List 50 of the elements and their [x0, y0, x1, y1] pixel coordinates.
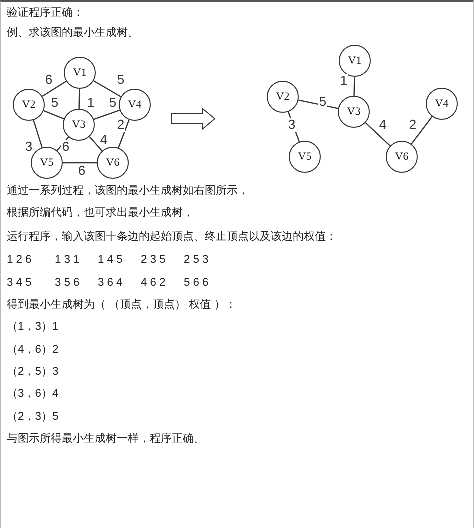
edge-weight-label: 5: [50, 96, 60, 110]
edge-weight-label: 2: [408, 118, 418, 132]
edge-weight-label: 6: [77, 164, 87, 178]
result-line: （4，6）2: [7, 343, 59, 358]
text-line: 例、求该图的最小生成树。: [7, 26, 139, 41]
graph-edge: [44, 110, 64, 120]
graph-edge: [411, 116, 433, 145]
result-line: （2，5）3: [7, 365, 59, 380]
text-line: 得到最小生成树为（ （顶点，顶点） 权值 ）：: [7, 298, 236, 313]
text-line: 通过一系列过程，该图的最小生成树如右图所示，: [7, 184, 249, 199]
edge-weight-label: 4: [378, 118, 388, 132]
edge-weight-label: 5: [116, 73, 126, 87]
input-value: 345: [7, 276, 35, 291]
input-value: 145: [98, 253, 126, 268]
edge-weight-label: 5: [318, 95, 328, 109]
graph-edge: [365, 122, 391, 147]
input-value: 126: [7, 253, 35, 268]
result-line: （3，6）4: [7, 387, 59, 402]
heading: 验证程序正确：: [7, 6, 84, 21]
input-value: 462: [141, 276, 169, 291]
text-line: 与图示所得最小生成树一样，程序正确。: [7, 432, 205, 447]
edge-weight-label: 2: [116, 118, 126, 132]
input-value: 364: [98, 276, 126, 291]
input-value: 566: [184, 276, 212, 291]
graph-edge: [118, 120, 130, 148]
edge-weight-label: 5: [108, 96, 118, 110]
text-line: 根据所编代码，也可求出最小生成树，: [7, 206, 194, 221]
result-line: （2，3）5: [7, 410, 59, 425]
graph-edge: [354, 76, 356, 96]
graph-edge: [63, 162, 97, 164]
graph-edge: [89, 136, 103, 152]
graph-edge: [78, 88, 80, 110]
edge-weight-label: 4: [99, 133, 109, 147]
edge-weight-label: 6: [61, 140, 71, 154]
edge-weight-label: 1: [86, 96, 96, 110]
graph-edge: [42, 81, 67, 97]
edge-weight-label: 3: [24, 140, 34, 154]
graph-edge: [33, 120, 43, 148]
edge-weight-label: 6: [44, 73, 54, 87]
graph-edge: [94, 80, 122, 98]
input-value: 235: [141, 253, 169, 268]
text-line: 运行程序，输入该图十条边的起始顶点、终止顶点以及该边的权值：: [7, 230, 337, 245]
graph-edge: [94, 110, 120, 120]
edge-weight-label: 3: [287, 118, 297, 132]
input-value: 131: [55, 253, 83, 268]
result-line: （1，3）1: [7, 320, 59, 335]
input-value: 253: [184, 253, 212, 268]
graph-edge: [56, 136, 70, 152]
input-value: 356: [55, 276, 83, 291]
edge-weight-label: 1: [339, 74, 349, 88]
